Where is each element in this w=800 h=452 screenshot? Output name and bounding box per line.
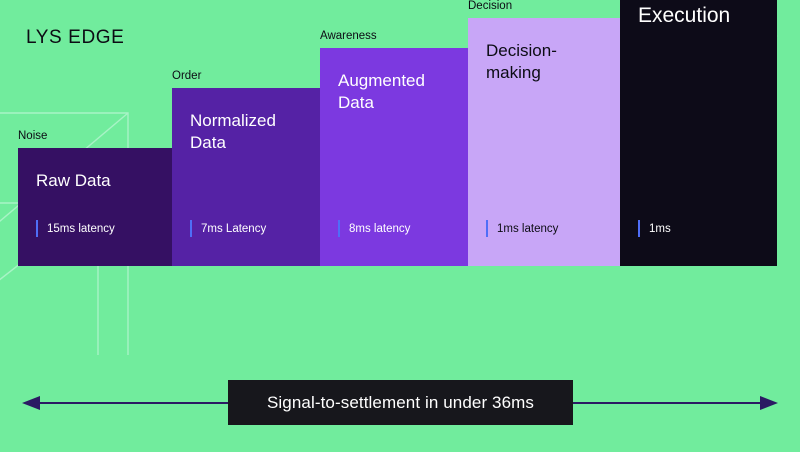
accent-tick-icon [338,220,340,237]
stage-bar: Augmented Data 8ms latency [320,48,468,266]
stage-title: Normalized Data [190,111,276,153]
accent-tick-icon [486,220,488,237]
accent-tick-icon [36,220,38,237]
stage-bar: Raw Data 15ms latency [18,148,172,266]
stage-metric: 8ms latency [338,220,410,237]
stage-column-decision-making: Decision Decision-making 1ms latency [468,0,620,266]
stage-metric-label: 8ms latency [349,222,411,235]
stage-metric: 15ms latency [36,220,115,237]
stage-title: Augmented Data [338,71,425,113]
stage-metric-label: 7ms Latency [201,222,267,235]
brand-title: LYS EDGE [26,27,125,48]
stage-metric-label: 1ms [649,222,671,235]
stage-title: Execution [638,4,731,27]
stage-column-execution: Extract Alpha Execution 1ms [620,0,777,266]
stage-caption: Order [172,70,202,82]
stage-metric: 1ms [638,220,671,237]
stage-bar: Execution 1ms [620,0,777,266]
stage-metric-label: 15ms latency [47,222,115,235]
stage-bar-chart: Noise Raw Data 15ms latency Order Normal… [18,0,777,266]
stage-metric-label: 1ms latency [497,222,559,235]
stage-column-augmented-data: Awareness Augmented Data 8ms latency [320,30,468,266]
stage-caption: Noise [18,130,48,142]
accent-tick-icon [190,220,192,237]
stage-metric: 7ms Latency [190,220,266,237]
stage-column-normalized-data: Order Normalized Data 7ms Latency [172,70,320,266]
stage-title: Decision-making [486,41,557,83]
summary-label: Signal-to-settlement in under 36ms [266,392,535,412]
stage-metric: 1ms latency [486,220,558,237]
accent-tick-icon [638,220,640,237]
arrow-right-icon [760,396,778,410]
stage-caption: Decision [468,0,513,12]
stage-caption: Awareness [320,30,377,42]
stage-bar: Normalized Data 7ms Latency [172,88,320,266]
stage-bar: Decision-making 1ms latency [468,18,620,266]
stage-title: Raw Data [36,171,111,190]
summary-banner: Signal-to-settlement in under 36ms [228,380,573,425]
arrow-left-icon [22,396,40,410]
stage-column-raw-data: Noise Raw Data 15ms latency [18,130,172,266]
